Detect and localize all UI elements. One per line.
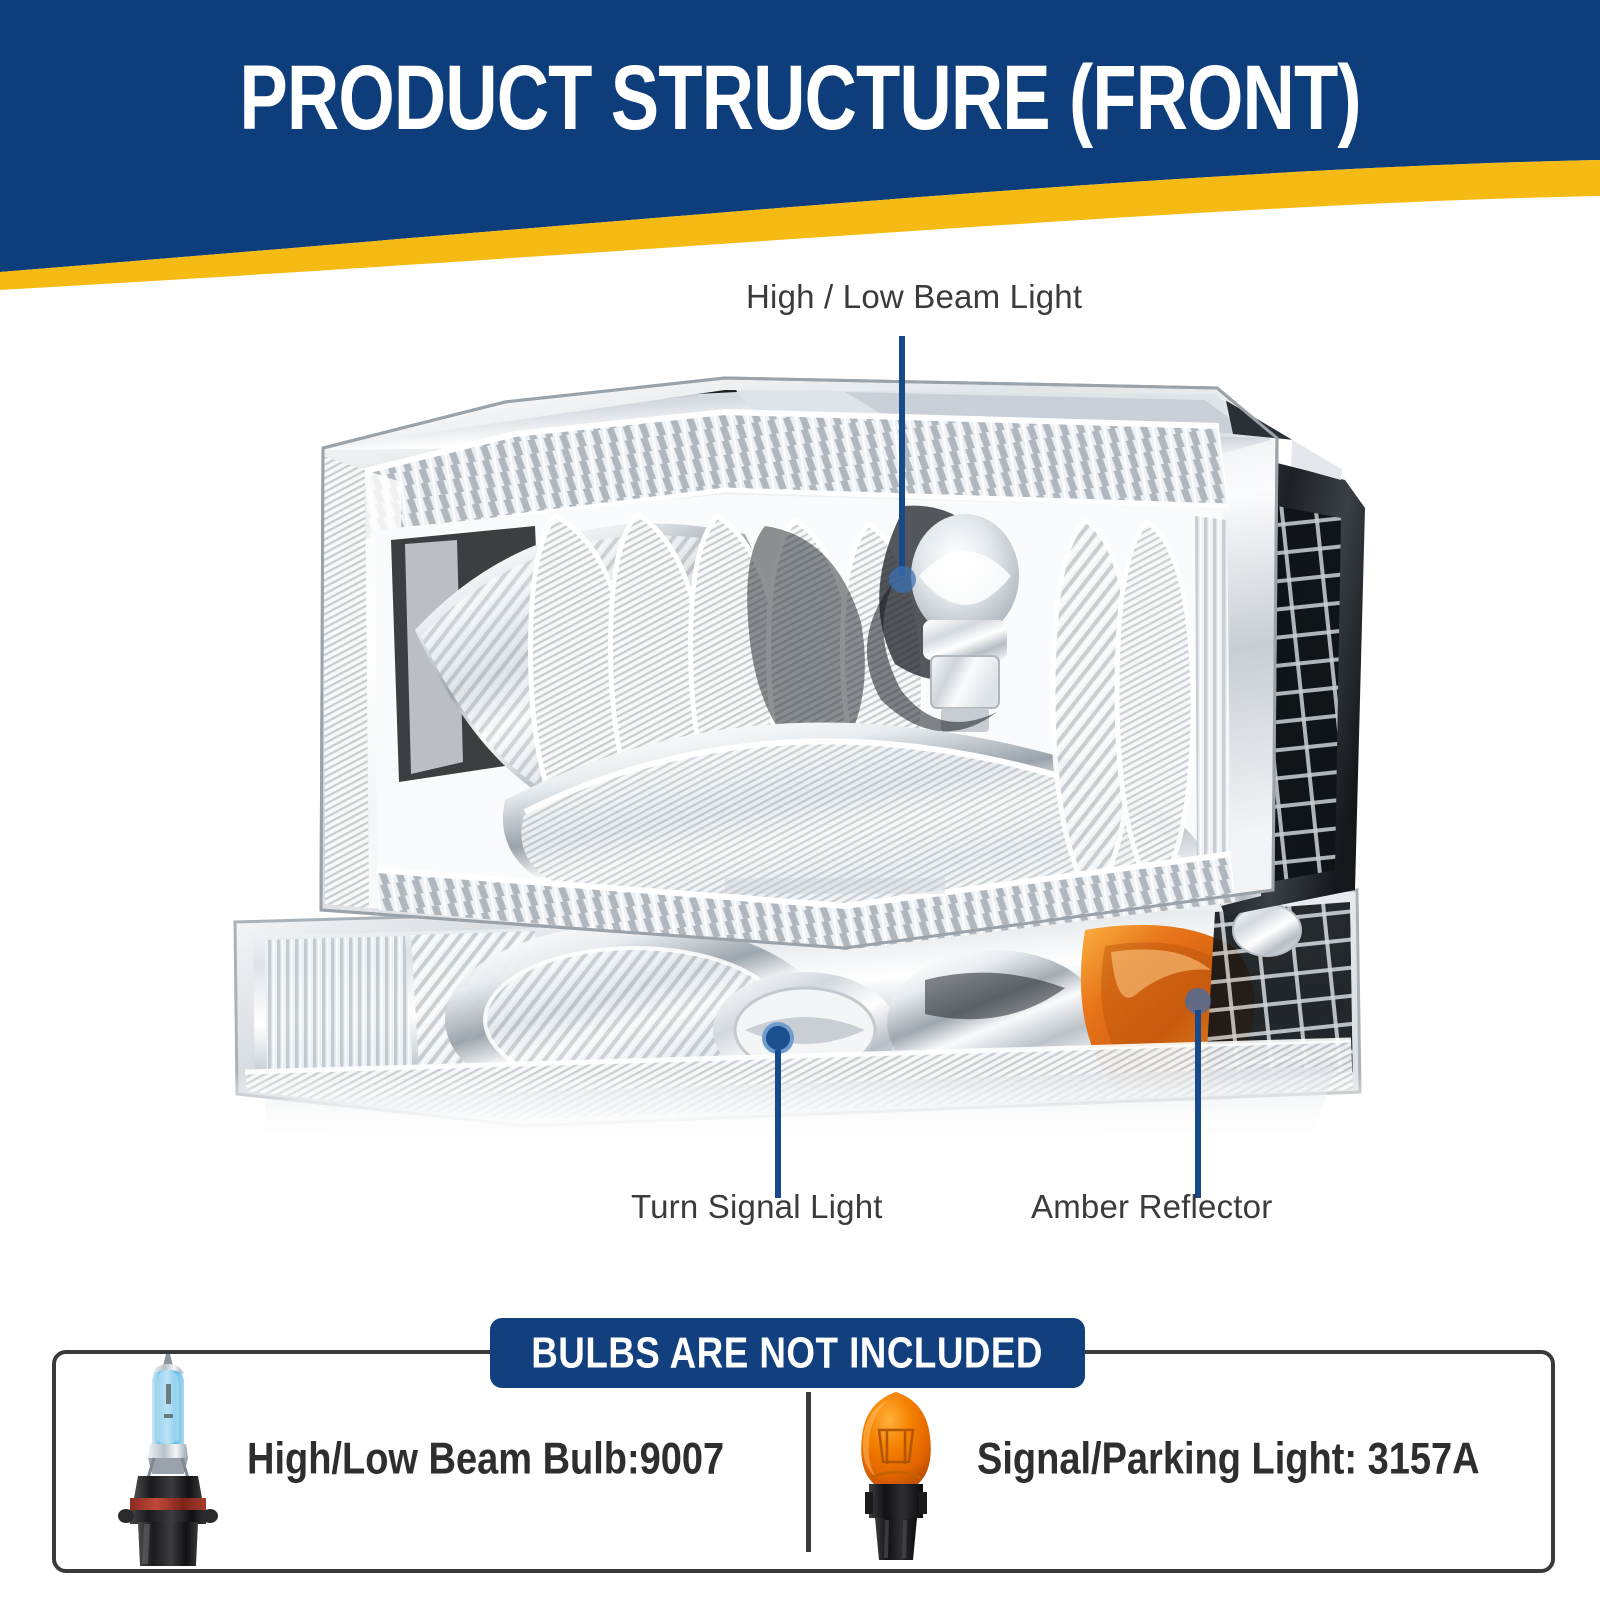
turn-signal-unit (233, 888, 1362, 1128)
amber-bulb-caption: Signal/Parking Light: 3157A (977, 1434, 1480, 1484)
header-shape (0, 0, 1600, 290)
callout-label-amber-reflector: Amber Reflector (1031, 1188, 1273, 1225)
callout-label-high-low-beam: High / Low Beam Light (746, 278, 1083, 315)
halogen-bulb-caption: High/Low Beam Bulb:9007 (247, 1434, 725, 1484)
callout-dot-amber-reflector (1185, 988, 1211, 1014)
callout-line-turn-signal (775, 1050, 781, 1198)
callout-dot-turn-signal (762, 1022, 794, 1054)
header-banner: PRODUCT STRUCTURE (FRONT) (0, 0, 1600, 290)
callout-label-turn-signal: Turn Signal Light (631, 1188, 883, 1225)
bulbs-not-included-badge: BULBS ARE NOT INCLUDED (490, 1318, 1085, 1388)
callout-line-amber-reflector (1195, 1010, 1201, 1198)
high-low-beam-bulb-socket (866, 505, 1019, 732)
headlight-illustration (205, 376, 1365, 1150)
halogen-bulb-icon (104, 1352, 234, 1568)
page-title: PRODUCT STRUCTURE (FRONT) (239, 45, 1361, 150)
callout-dot-high-low-beam (889, 566, 916, 593)
amber-bulb-icon (841, 1386, 951, 1568)
bulb-panel-divider (806, 1392, 811, 1552)
callout-line-high-low-beam (899, 336, 905, 576)
high-low-beam-unit (319, 376, 1365, 950)
headlight-assembly-image (205, 330, 1365, 1150)
bulbs-badge-label: BULBS ARE NOT INCLUDED (531, 1328, 1044, 1377)
